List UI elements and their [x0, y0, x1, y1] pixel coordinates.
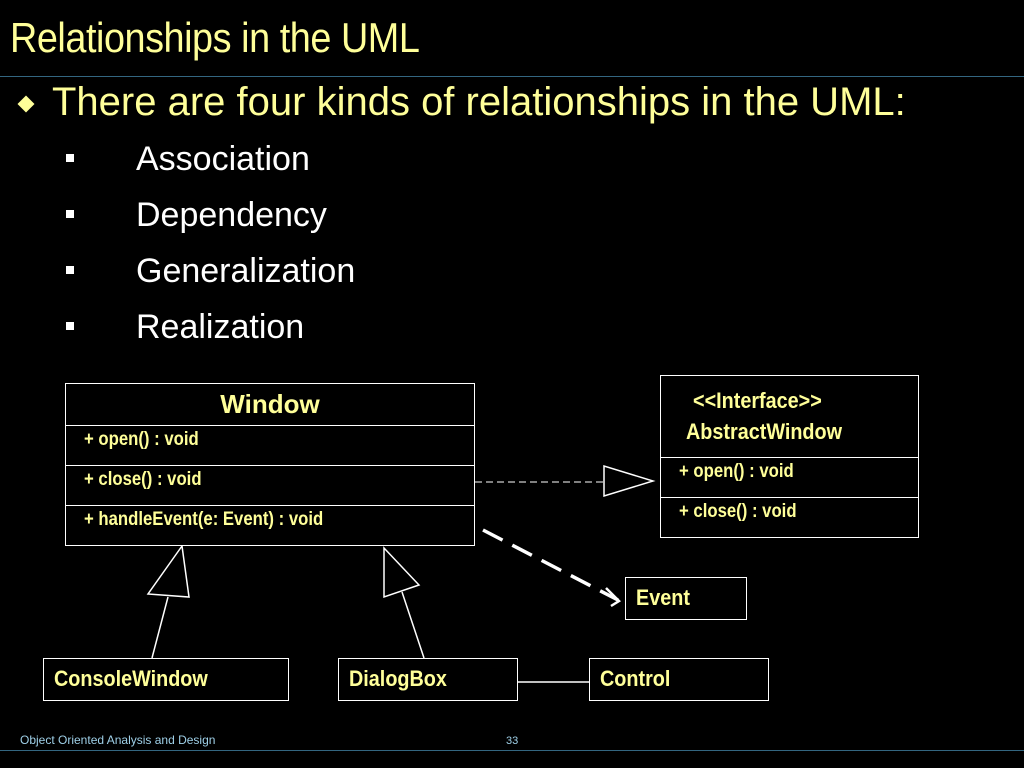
window-operation: + open() : void: [66, 425, 474, 465]
generalization-line-dialog: [401, 591, 425, 659]
main-bullet-text: There are four kinds of relationships in…: [52, 80, 906, 124]
window-operation: + handleEvent(e: Event) : void: [66, 505, 474, 545]
slide-title: Relationships in the UML: [10, 14, 420, 61]
console-window-class-box: ConsoleWindow: [43, 658, 289, 701]
control-class-box: Control: [589, 658, 769, 701]
event-class-name: Event: [636, 585, 690, 610]
sub-bullet-label: Dependency: [136, 196, 327, 234]
title-divider: [0, 76, 1024, 77]
interface-operation: + open() : void: [661, 457, 918, 497]
interface-stereotype: <<Interface>>: [693, 388, 822, 413]
console-window-class-name: ConsoleWindow: [54, 666, 208, 691]
event-class-box: Event: [625, 577, 747, 620]
footer-divider: [0, 750, 1024, 751]
window-class-box: Window + open() : void + close() : void …: [65, 383, 475, 546]
interface-header: <<Interface>> AbstractWindow: [661, 376, 918, 457]
dialog-box-class-name: DialogBox: [349, 666, 447, 691]
sub-bullet-label: Association: [136, 140, 310, 178]
generalization-line-console: [151, 596, 169, 659]
slide-number: 33: [506, 735, 519, 747]
square-bullet-icon: [66, 154, 74, 162]
interface-name: AbstractWindow: [686, 419, 843, 444]
dialog-box-class-box: DialogBox: [338, 658, 518, 701]
sub-bullet-label: Realization: [136, 308, 305, 346]
dependency-line: [482, 528, 619, 602]
window-operation: + close() : void: [66, 465, 474, 505]
abstract-window-interface-box: <<Interface>> AbstractWindow + open() : …: [660, 375, 919, 538]
interface-operation: + close() : void: [661, 497, 918, 538]
generalization-arrowhead-dialog: [383, 546, 421, 599]
realization-arrowhead: [603, 464, 656, 498]
dependency-arrowhead: [605, 587, 621, 608]
sub-bullet-label: Generalization: [136, 252, 356, 290]
footer-course-title: Object Oriented Analysis and Design: [20, 733, 216, 747]
square-bullet-icon: [66, 210, 74, 218]
square-bullet-icon: [66, 322, 74, 330]
square-bullet-icon: [66, 266, 74, 274]
generalization-arrowhead-console: [146, 544, 190, 598]
control-class-name: Control: [600, 666, 671, 691]
window-class-name: Window: [220, 389, 320, 419]
